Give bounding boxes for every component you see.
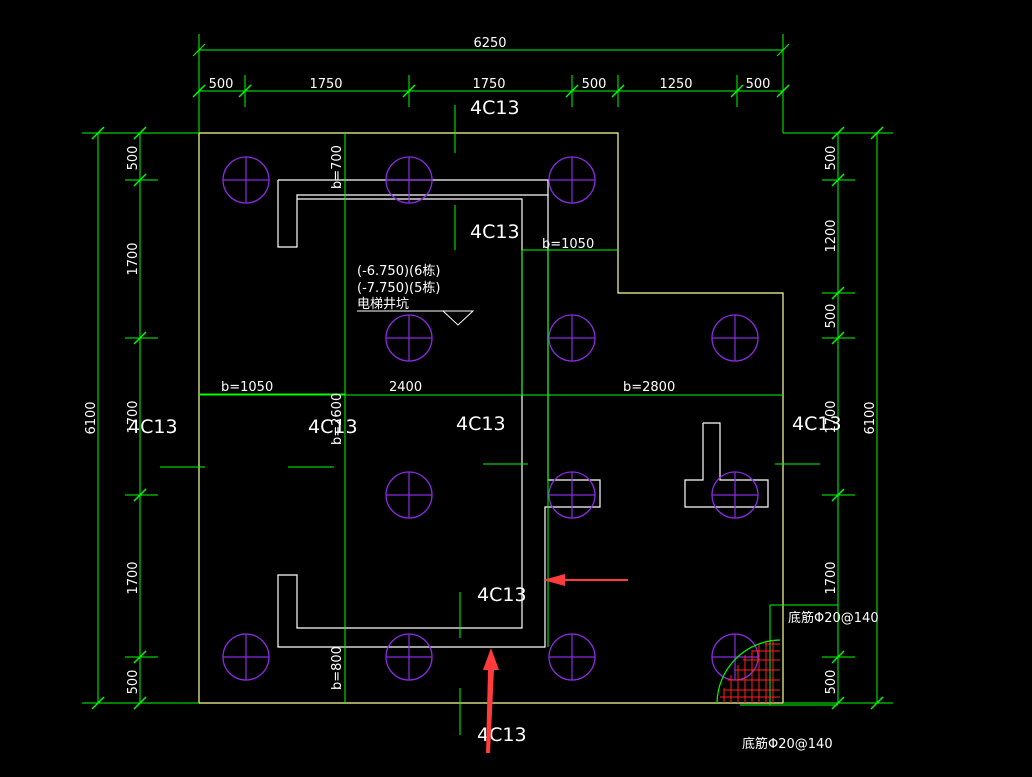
- rebar-label-bottom: 4C13: [477, 724, 527, 746]
- pile-7: [385, 471, 433, 519]
- top-dim-seg-5: 1250: [659, 77, 692, 92]
- beam-width-b800: b=800: [330, 646, 345, 690]
- rebar-label-left-inner: 4C13: [308, 416, 358, 438]
- pit-outer-wall: [277, 179, 549, 248]
- rebar-label-left: 4C13: [128, 416, 178, 438]
- pile-4: [385, 314, 433, 362]
- pile-10: [222, 633, 270, 681]
- left-dim-seg-1: 500: [126, 146, 141, 171]
- right-dim-seg-4: 1700: [824, 400, 839, 433]
- pile-3: [548, 156, 596, 204]
- top-dim-seg-3: 1750: [472, 77, 505, 92]
- pile-2: [385, 156, 433, 204]
- right-dimension-ticks: [831, 126, 884, 710]
- annotation-arrow-vertical: [483, 648, 499, 753]
- right-dim-total: 6100: [863, 401, 878, 434]
- left-dim-total: 6100: [84, 401, 99, 434]
- pile-5: [548, 314, 596, 362]
- pit-elevation-1: (-6.750)(6栋): [357, 263, 440, 279]
- bottom-rebar-label-upper: 底筋Φ20@140: [788, 610, 879, 626]
- left-dimension-chain: [82, 132, 199, 704]
- left-dim-seg-4: 1700: [126, 561, 141, 594]
- rebar-label-lower: 4C13: [477, 584, 527, 606]
- pile-6: [711, 314, 759, 362]
- top-dim-total: 6250: [473, 36, 506, 51]
- annotation-arrow-horizontal: [543, 574, 628, 586]
- left-dim-seg-3: 1700: [126, 400, 141, 433]
- beam-width-b700: b=700: [330, 145, 345, 189]
- pile-8: [548, 471, 596, 519]
- beam-width-b2800: b=2800: [623, 380, 675, 395]
- pit-leader-symbol: [357, 310, 475, 326]
- pit-elevation-2: (-7.750)(5栋): [357, 280, 440, 296]
- bottom-rebar-label-lower: 底筋Φ20@140: [742, 736, 833, 752]
- rebar-label-right: 4C13: [792, 413, 842, 435]
- beam-width-b1050-left: b=1050: [221, 380, 273, 395]
- beam-width-b1050-upper: b=1050: [542, 237, 594, 252]
- top-dim-seg-4: 500: [582, 77, 607, 92]
- pit-title: 电梯井坑: [357, 297, 409, 312]
- left-dim-seg-2: 1700: [126, 242, 141, 275]
- rebar-label-top: 4C13: [470, 97, 520, 119]
- beam-width-b2600: b=2600: [330, 393, 345, 445]
- rebar-label-center: 4C13: [456, 413, 506, 435]
- right-dim-seg-1: 500: [824, 146, 839, 171]
- right-dim-seg-3: 500: [824, 304, 839, 329]
- right-dim-seg-5: 1700: [824, 561, 839, 594]
- label-leader-lines: [160, 105, 820, 735]
- pile-11: [385, 633, 433, 681]
- corner-rebar-hatch: [716, 639, 781, 704]
- right-dim-seg-6: 500: [824, 670, 839, 695]
- rebar-label-upper-mid: 4C13: [470, 221, 520, 243]
- pile-1: [222, 156, 270, 204]
- left-dimension-ticks: [91, 126, 147, 710]
- left-dim-seg-5: 500: [126, 670, 141, 695]
- top-dim-seg-1: 500: [209, 77, 234, 92]
- span-2400: 2400: [389, 380, 422, 395]
- pit-inner-wall: [277, 195, 601, 648]
- pile-13: [711, 633, 759, 681]
- top-dimension-ticks: [192, 84, 790, 98]
- right-dim-seg-2: 1200: [824, 219, 839, 252]
- top-dim-seg-2: 1750: [309, 77, 342, 92]
- column-t-shape: [684, 422, 769, 508]
- pile-12: [548, 633, 596, 681]
- piles-group: [222, 156, 759, 681]
- pile-9: [711, 471, 759, 519]
- top-dim-seg-6: 500: [746, 77, 771, 92]
